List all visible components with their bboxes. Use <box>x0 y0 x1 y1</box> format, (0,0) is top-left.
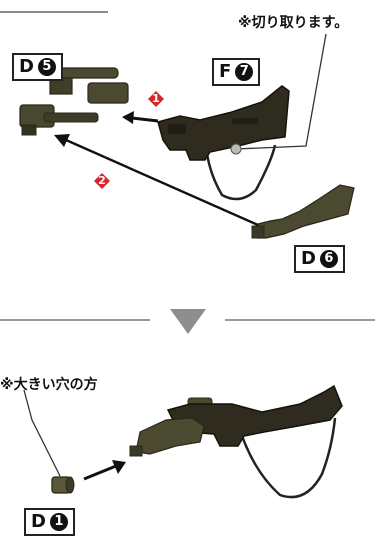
big-hole-note: ※大きい穴の方 <box>0 377 98 393</box>
divider-down-arrow <box>170 309 206 334</box>
label-f7-letter: F <box>219 61 233 82</box>
label-d5: D 5 <box>12 53 63 81</box>
label-d1: D 1 <box>24 508 75 536</box>
step-1-badge: 1 <box>148 91 164 107</box>
label-d6: D 6 <box>294 245 345 273</box>
label-d1-number: 1 <box>49 513 68 531</box>
label-f7: F 7 <box>212 58 261 86</box>
cut-marker <box>230 143 242 155</box>
step-2-number: 2 <box>98 174 106 187</box>
label-d6-letter: D <box>301 248 317 269</box>
cut-callout-line <box>235 33 327 150</box>
part-d1-cylinder <box>51 476 75 494</box>
d1-callout-line <box>23 389 61 477</box>
label-d5-letter: D <box>19 56 35 77</box>
assembled-rifle <box>129 384 343 499</box>
label-d5-number: 5 <box>37 58 56 76</box>
insert-arrow <box>83 460 126 481</box>
part-d5-scope <box>19 67 129 136</box>
step-1-arrow <box>122 111 159 124</box>
step-2-arrow <box>54 134 259 227</box>
step-2-badge-shape <box>94 173 110 189</box>
cut-off-note: ※切り取ります。 <box>238 15 349 31</box>
label-d6-number: 6 <box>319 250 338 268</box>
label-d1-letter: D <box>31 511 47 532</box>
step-1-badge-shape <box>148 91 164 107</box>
label-f7-number: 7 <box>235 63 254 81</box>
part-d6-barrel <box>251 184 355 239</box>
part-f7-rifle <box>157 85 290 201</box>
step-1-number: 1 <box>152 92 160 105</box>
step-2-badge: 2 <box>94 173 110 189</box>
